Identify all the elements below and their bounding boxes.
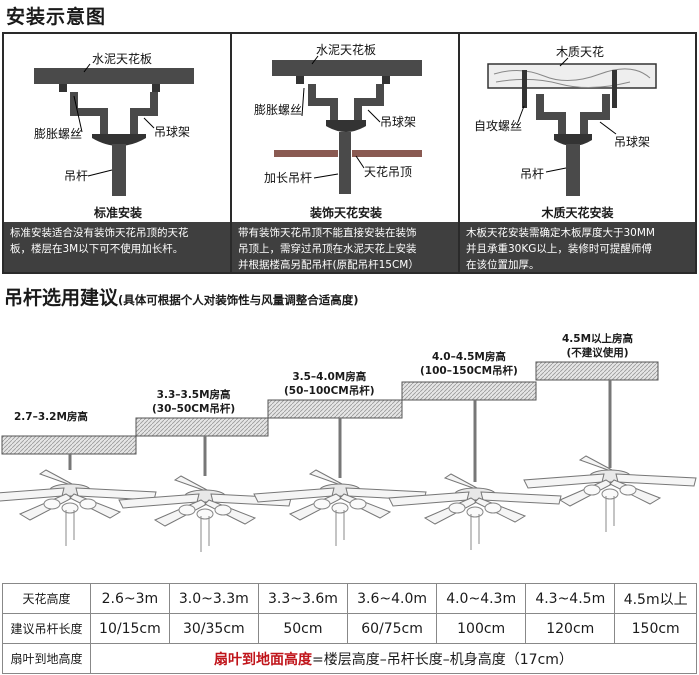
decorative-ceiling-diagram: 水泥天花板 膨胀螺丝 吊球架 天花吊顶 加长吊杆	[254, 42, 422, 194]
step-rod-length: (100–150CM吊杆)	[420, 365, 518, 377]
table-cell: 3.0~3.3m	[168, 583, 259, 614]
ceiling-slab-4	[401, 381, 537, 401]
height-formula: 扇叶到地面高度=楼层高度–吊杆长度–机身高度（17cm）	[90, 643, 697, 674]
table-cell: 100cm	[436, 613, 527, 644]
step-room-height: 3.5–4.0M房高	[292, 371, 367, 383]
panel-caption: 木质天花安装	[460, 204, 695, 222]
table-cell: 3.3~3.6m	[257, 583, 349, 614]
table-row: 扇叶到地高度 扇叶到地面高度=楼层高度–吊杆长度–机身高度（17cm）	[2, 643, 697, 674]
ceiling-fan-1	[0, 469, 157, 547]
ceiling-fan-2	[118, 475, 292, 553]
ceiling-slab-2	[135, 417, 269, 437]
desc-line: 带有装饰天花吊顶不能直接安装在装饰	[238, 227, 417, 239]
table-row: 建议吊杆长度 10/15cm 30/35cm 50cm 60/75cm 100c…	[2, 613, 697, 644]
label-rod: 加长吊杆	[264, 171, 312, 185]
panel-decorative-ceiling-install: 水泥天花板 膨胀螺丝 吊球架 天花吊顶 加长吊杆 装饰天花安装 带有装饰天花吊顶…	[230, 32, 462, 274]
desc-line: 并根据楼高另配吊杆(原配吊杆15CM）	[238, 259, 419, 271]
label-false-ceiling: 天花吊顶	[364, 164, 412, 179]
label-screw: 膨胀螺丝	[254, 103, 302, 117]
formula-text: =楼层高度–吊杆长度–机身高度（17cm）	[312, 651, 573, 668]
label-bracket: 吊球架	[380, 115, 416, 129]
step-rod-length: (30–50CM吊杆)	[152, 403, 236, 415]
panel-description: 标准安装适合没有装饰天花吊顶的天花 板，楼层在3M以下可不使用加长杆。	[4, 222, 232, 272]
step-room-height: 3.3–3.5M房高	[156, 389, 231, 401]
step-room-height: 4.0–4.5M房高	[431, 351, 506, 363]
rod-title-text: 吊杆选用建议	[4, 287, 119, 309]
table-row: 天花高度 2.6~3m 3.0~3.3m 3.3~3.6m 3.6~4.0m 4…	[2, 583, 697, 614]
ceiling-fan-3	[253, 469, 427, 547]
table-cell: 2.6~3m	[90, 583, 170, 614]
label-bracket: 吊球架	[154, 125, 190, 139]
label-ceiling: 水泥天花板	[316, 42, 376, 57]
standard-install-diagram: 水泥天花板 膨胀螺丝 吊球架 吊杆	[34, 51, 194, 196]
panel-caption: 装饰天花安装	[232, 204, 460, 222]
desc-line: 木板天花安装需确定木板厚度大于30MM	[466, 227, 655, 239]
step-label-3: 3.5–4.0M房高 (50–100CM吊杆)	[284, 370, 375, 398]
table-cell: 150cm	[614, 613, 697, 644]
ceiling-slab-1	[1, 435, 137, 455]
step-label-5: 4.5M以上房高 (不建议使用)	[562, 332, 633, 360]
table-cell: 60/75cm	[346, 613, 438, 644]
step-rod-length: (不建议使用)	[566, 347, 629, 359]
panel-description: 木板天花安装需确定木板厚度大于30MM 并且承重30KG以上，装修时可提醒师傅 …	[460, 222, 695, 272]
row-header: 天花高度	[2, 583, 91, 614]
label-screw: 自攻螺丝	[474, 119, 522, 133]
desc-line: 吊顶上，需穿过吊顶在水泥天花上安装	[238, 243, 417, 255]
desc-line: 板，楼层在3M以下可不使用加长杆。	[10, 243, 184, 255]
label-rod: 吊杆	[64, 169, 88, 183]
rod-spec-table: 天花高度 2.6~3m 3.0~3.3m 3.3~3.6m 3.6~4.0m 4…	[2, 583, 697, 674]
wood-ceiling-diagram: 木质天花 自攻螺丝 吊球架 吊杆	[474, 44, 657, 196]
step-label-1: 2.7–3.2M房高	[14, 410, 88, 424]
table-cell: 50cm	[257, 613, 349, 644]
table-cell: 4.5m以上	[614, 583, 697, 614]
table-cell: 3.6~4.0m	[346, 583, 438, 614]
row-header: 扇叶到地高度	[2, 643, 91, 674]
table-cell: 10/15cm	[90, 613, 170, 644]
rod-selection-title: 吊杆选用建议(具体可根据个人对装饰性与风量调整合适高度)	[4, 283, 359, 310]
install-diagram-title: 安装示意图	[6, 6, 107, 28]
table-cell: 4.3~4.5m	[525, 583, 616, 614]
desc-line: 并且承重30KG以上，装修时可提醒师傅	[466, 243, 652, 255]
ceiling-slab-3	[267, 399, 403, 419]
label-bracket: 吊球架	[614, 135, 650, 149]
step-label-4: 4.0–4.5M房高 (100–150CM吊杆)	[420, 350, 518, 378]
panel-standard-install: 水泥天花板 膨胀螺丝 吊球架 吊杆 标准安装 标准安装适合没有装饰天花吊顶的天花…	[2, 32, 234, 274]
label-screw: 膨胀螺丝	[34, 127, 82, 141]
rod-subtitle: (具体可根据个人对装饰性与风量调整合适高度)	[118, 293, 359, 307]
row-header: 建议吊杆长度	[2, 613, 91, 644]
table-cell: 30/35cm	[168, 613, 259, 644]
label-ceiling: 水泥天花板	[92, 51, 152, 66]
ceiling-slab-5	[535, 361, 659, 381]
panel-wood-ceiling-install: 木质天花 自攻螺丝 吊球架 吊杆 木质天花安装 木板天花安装需确定木板厚度大于3…	[458, 32, 697, 274]
step-label-2: 3.3–3.5M房高 (30–50CM吊杆)	[152, 388, 235, 416]
desc-line: 在该位置加厚。	[466, 259, 540, 271]
fan-height-illustration	[0, 361, 697, 553]
table-cell: 4.0~4.3m	[436, 583, 527, 614]
step-room-height: 2.7–3.2M房高	[14, 411, 88, 423]
panel-description: 带有装饰天花吊顶不能直接安装在装饰 吊顶上，需穿过吊顶在水泥天花上安装 并根据楼…	[232, 222, 460, 272]
formula-highlight: 扇叶到地面高度	[214, 651, 313, 668]
step-room-height: 4.5M以上房高	[562, 333, 634, 345]
panel-caption: 标准安装	[4, 204, 232, 222]
desc-line: 标准安装适合没有装饰天花吊顶的天花	[10, 227, 189, 239]
label-ceiling: 木质天花	[556, 44, 604, 59]
step-rod-length: (50–100CM吊杆)	[284, 385, 375, 397]
table-cell: 120cm	[525, 613, 616, 644]
label-rod: 吊杆	[520, 167, 544, 181]
